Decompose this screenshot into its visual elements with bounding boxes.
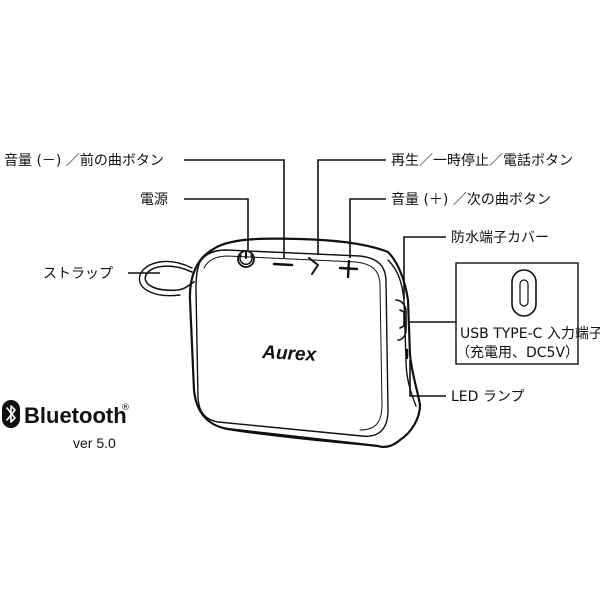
label-power: 電源 (140, 192, 168, 208)
label-usb-port-line1: USB TYPE-C 入力端子 (460, 326, 600, 342)
leader-power (184, 198, 249, 250)
brand-logo: Aurex (261, 342, 318, 366)
leader-volume-up (349, 198, 386, 258)
label-led: LED ランプ (451, 389, 524, 405)
label-strap: ストラップ (43, 266, 113, 282)
bluetooth-icon (2, 400, 20, 428)
bluetooth-registered-mark: ® (121, 403, 130, 413)
speaker-body (138, 237, 422, 448)
bluetooth-version: ver 5.0 (73, 435, 116, 451)
usb-inset-box (455, 262, 579, 365)
bluetooth-logo: Bluetooth ® ver 5.0 (2, 400, 130, 451)
bluetooth-wordmark: Bluetooth (24, 403, 127, 428)
leader-waterproof-cover (403, 236, 446, 300)
leader-play-pause (317, 159, 386, 255)
label-volume-up: 音量 (＋) ／次の曲ボタン (391, 191, 551, 208)
callout-lines (128, 159, 456, 397)
leader-volume-down (184, 159, 285, 258)
label-play-pause-call: 再生／一時停止／電話ボタン (391, 152, 573, 169)
leader-led (409, 360, 446, 397)
label-usb-port-line2: （充電用、DC5V） (456, 345, 579, 361)
label-volume-down: 音量 (－) ／前の曲ボタン (4, 152, 164, 169)
label-waterproof-cover: 防水端子カバー (451, 230, 549, 246)
